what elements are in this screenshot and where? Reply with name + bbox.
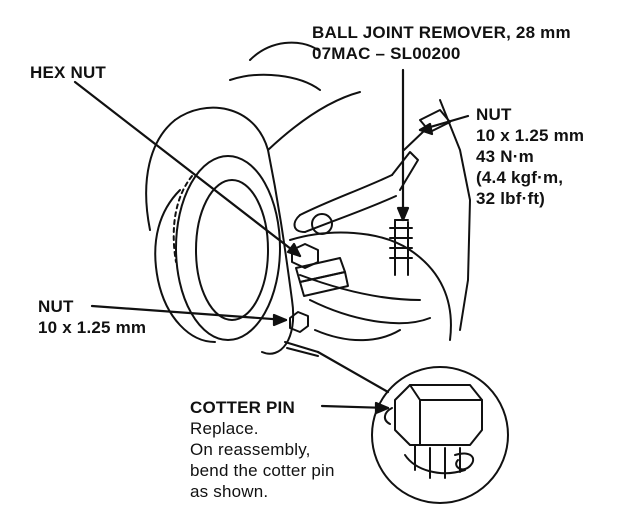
- upper-nut-torque-kgf: (4.4 kgf·m,: [476, 168, 564, 187]
- hex-nut: [291, 243, 349, 297]
- hub-boss: [154, 155, 281, 343]
- lower-nut-label: NUT 10 x 1.25 mm: [38, 296, 146, 338]
- cotter-pin-note-2: On reassembly,: [190, 440, 311, 459]
- hex-nut-label: HEX NUT: [30, 63, 107, 82]
- cotter-pin-note-3: bend the cotter pin: [190, 461, 335, 480]
- upper-nut-torque-lbf: 32 lbf·ft): [476, 189, 546, 208]
- tool-part-number: 07MAC – SL00200: [312, 44, 461, 63]
- cotter-pin-note-1: Replace.: [190, 419, 259, 438]
- cotter-pin-detail-view: [371, 366, 509, 504]
- cotter-pin-small: [284, 341, 319, 357]
- upper-nut-label: NUT 10 x 1.25 mm 43 N·m (4.4 kgf·m, 32 l…: [476, 104, 584, 209]
- cotter-pin-note-4: as shown.: [190, 482, 269, 501]
- leader-lines: [73, 68, 470, 415]
- tool-name: BALL JOINT REMOVER, 28 mm: [312, 23, 571, 42]
- steering-knuckle: [145, 41, 361, 355]
- upper-nut-title: NUT: [476, 105, 512, 124]
- upper-nut-torque-nm: 43 N·m: [476, 147, 534, 166]
- ball-joint-remover-tool: [293, 151, 419, 276]
- tool-label: BALL JOINT REMOVER, 28 mm 07MAC – SL0020…: [312, 22, 571, 64]
- cotter-pin-label: COTTER PIN Replace. On reassembly, bend …: [190, 397, 335, 502]
- upper-nut-assembly: [403, 99, 471, 331]
- upper-nut-size: 10 x 1.25 mm: [476, 126, 585, 145]
- lower-nut: [289, 311, 309, 333]
- lower-nut-title: NUT: [38, 297, 74, 316]
- cotter-pin-title: COTTER PIN: [190, 398, 295, 417]
- lower-nut-size: 10 x 1.25 mm: [38, 318, 147, 337]
